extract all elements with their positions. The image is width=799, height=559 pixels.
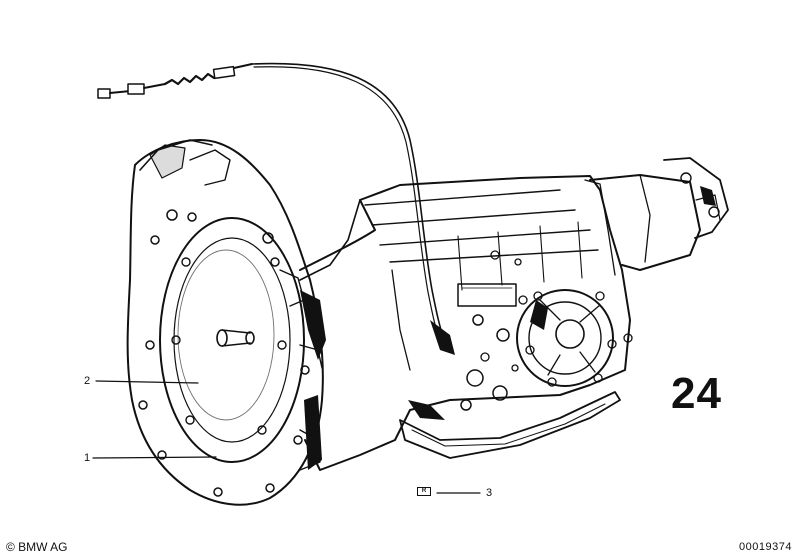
oil-pan — [399, 391, 621, 459]
document-number: 00019374 — [739, 541, 792, 553]
selector-cable — [97, 62, 447, 348]
callout-1: 1 — [84, 452, 91, 464]
label-symbol-icon: R — [417, 487, 431, 496]
section-number: 24 — [671, 369, 722, 418]
shading — [300, 186, 716, 470]
copyright-text: © BMW AG — [6, 540, 68, 554]
callout-3: 3 — [486, 487, 493, 499]
governor-cover — [516, 289, 633, 387]
leader-lines — [92, 380, 481, 494]
extension-housing — [589, 157, 729, 271]
converter-housing — [126, 139, 324, 506]
callout-2: 2 — [84, 375, 91, 387]
transmission-case — [299, 175, 631, 471]
torque-converter — [159, 217, 305, 463]
